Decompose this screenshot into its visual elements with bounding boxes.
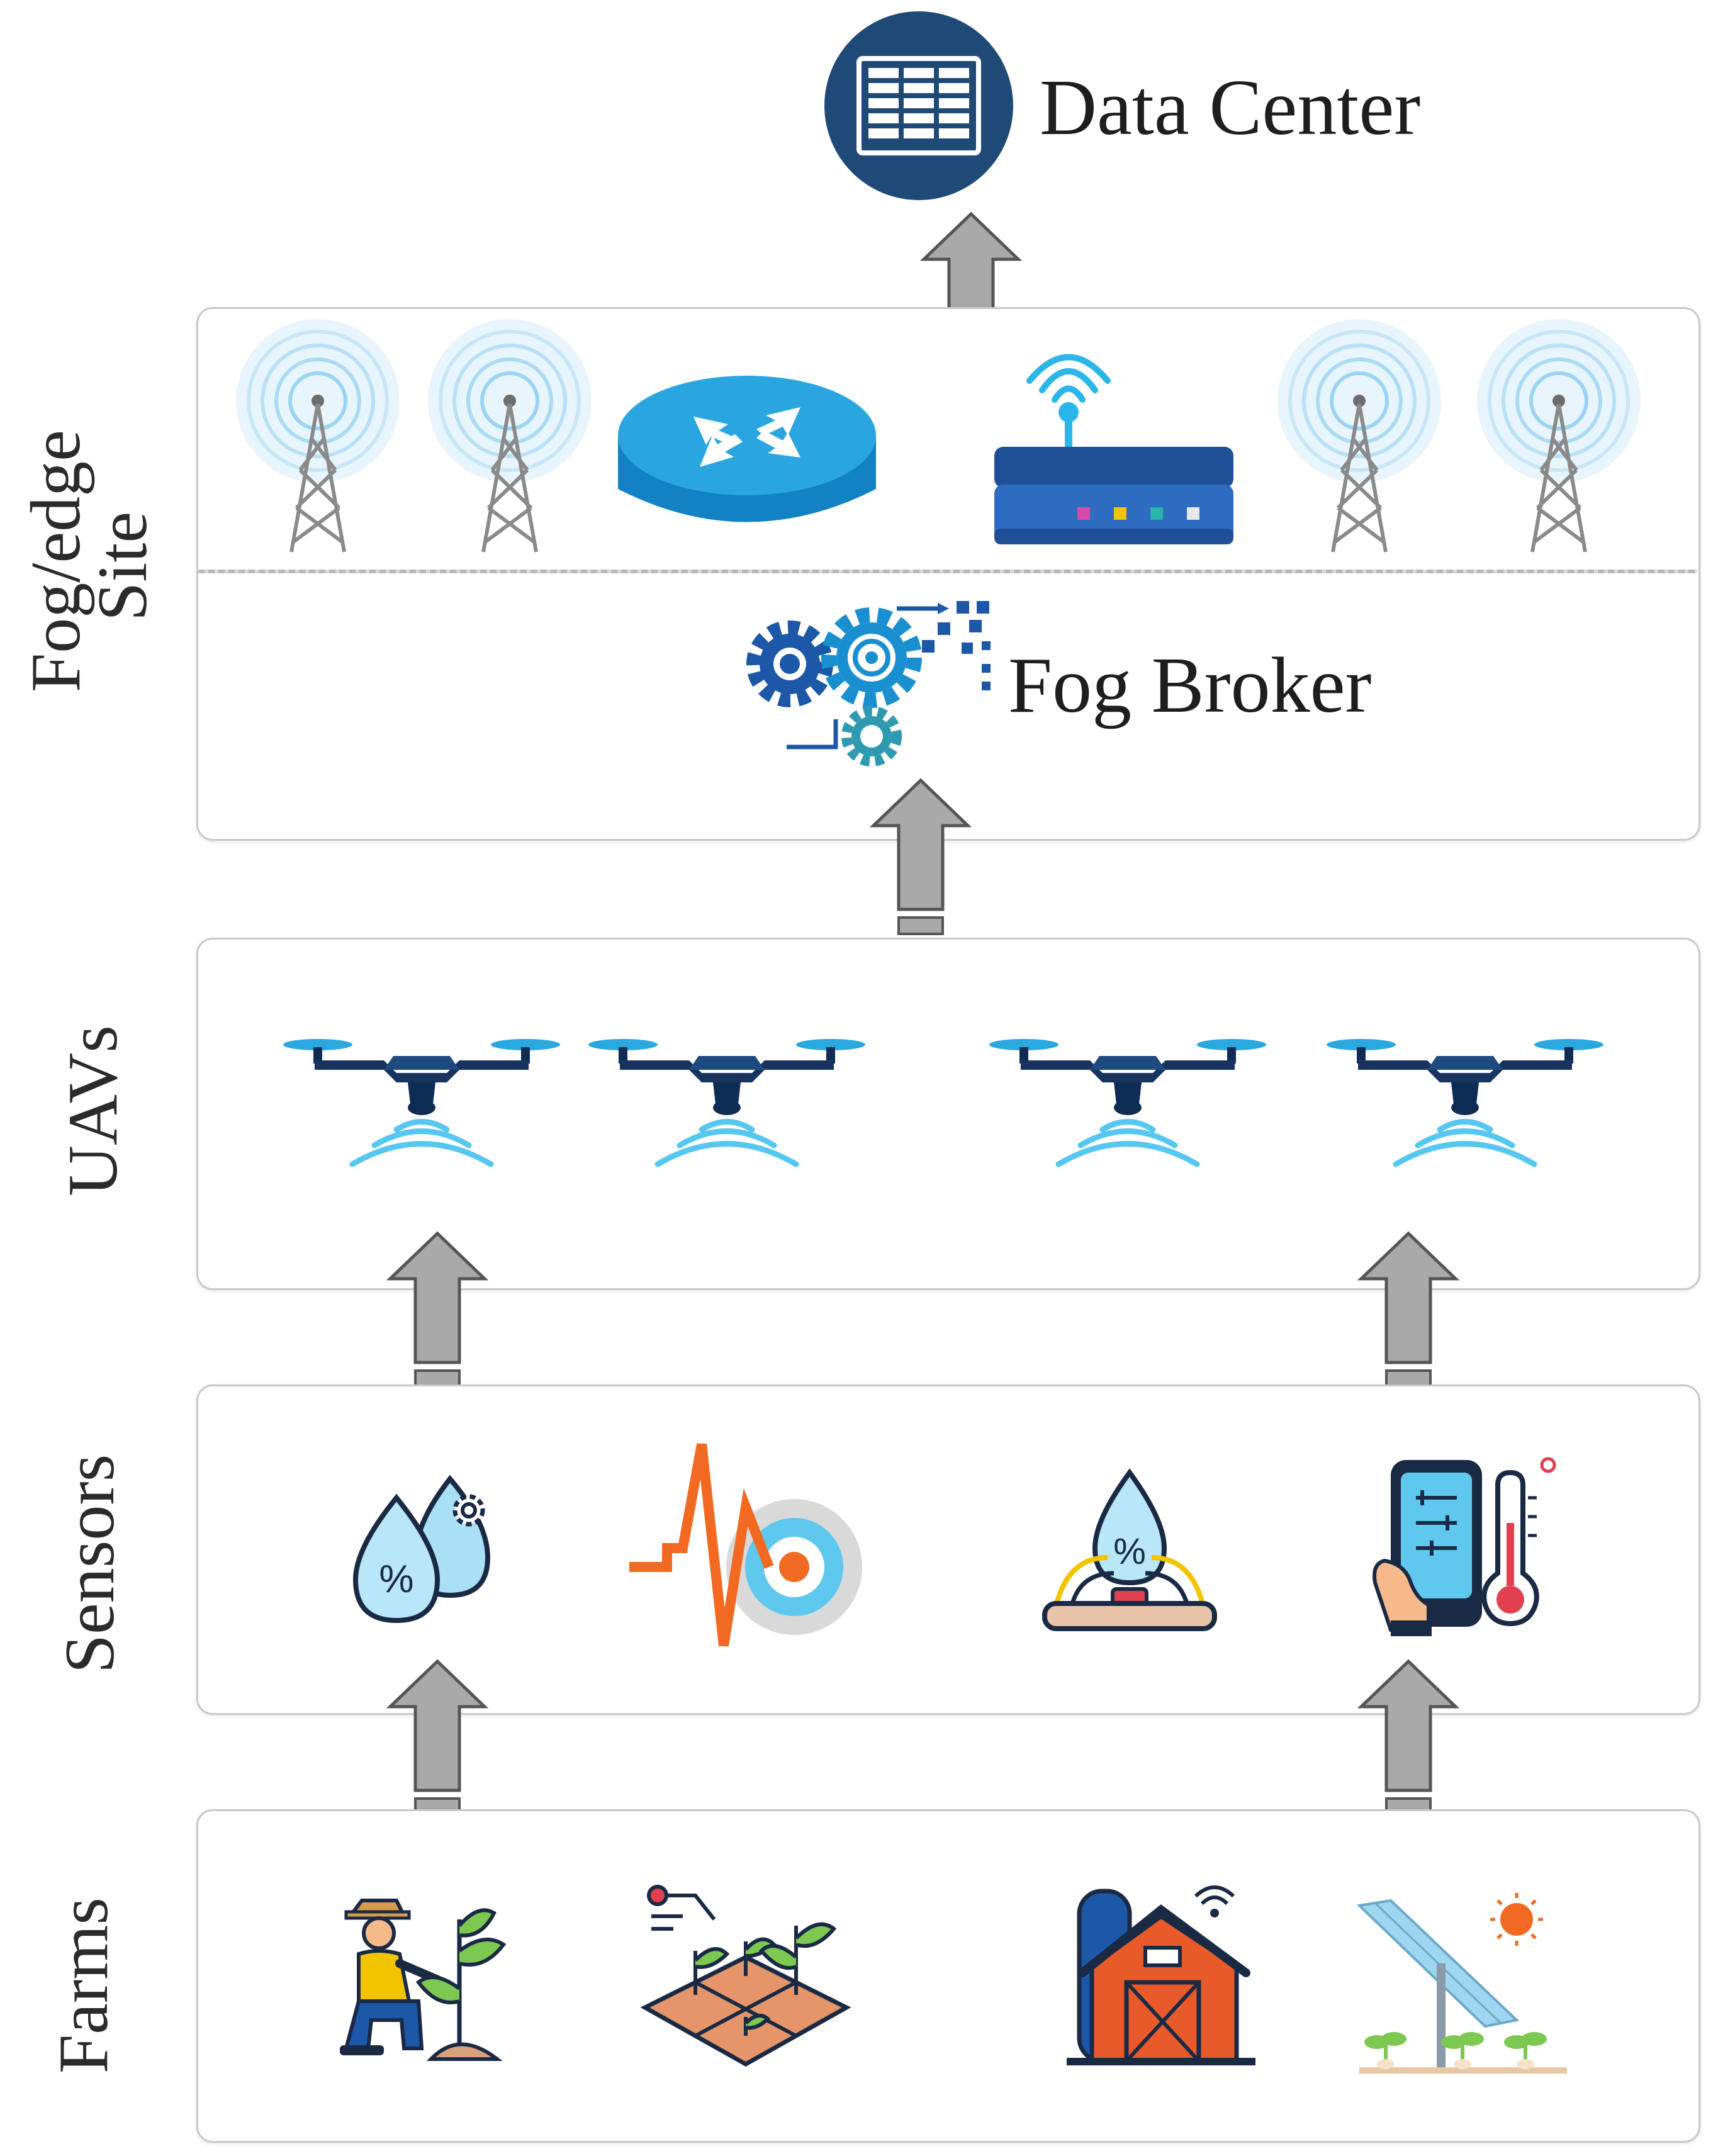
- svg-text:%: %: [379, 1558, 413, 1601]
- soil-moisture-sensor-icon: %: [1042, 1468, 1217, 1631]
- fog-edge-label-line2: Site: [84, 511, 162, 622]
- wifi-modem-icon: [994, 354, 1233, 544]
- uavs-label: UAVs: [54, 1025, 132, 1196]
- cell-tower-icon: [1477, 319, 1641, 564]
- drone-icon: [588, 1032, 865, 1196]
- uavs-panel: [196, 938, 1700, 1290]
- farmer-icon: [340, 1899, 507, 2061]
- drone-icon: [989, 1032, 1266, 1196]
- smart-field-icon: [640, 1885, 851, 2067]
- cell-tower-icon: [236, 319, 400, 564]
- drone-icon: [283, 1032, 560, 1196]
- fog-site-divider: [198, 570, 1697, 573]
- solar-panel-crops-icon: [1356, 1893, 1567, 2074]
- sensors-label: Sensors: [51, 1454, 129, 1674]
- barn-icon: [1067, 1885, 1255, 2065]
- svg-text:%: %: [1113, 1531, 1146, 1572]
- temperature-app-icon: [1373, 1457, 1556, 1636]
- fog-broker-label: Fog Broker: [1008, 642, 1372, 729]
- data-center-label: Data Center: [1040, 64, 1421, 152]
- humidity-sensor-icon: %: [352, 1474, 491, 1624]
- drone-icon: [1327, 1032, 1603, 1196]
- server-rack-icon: [824, 11, 1013, 200]
- fog-edge-site-label: Fog/edge Site: [17, 430, 186, 692]
- router-icon: [618, 376, 876, 522]
- farms-label: Farms: [45, 1897, 123, 2074]
- vibration-sensor-icon: [629, 1443, 862, 1647]
- gears-icon: [746, 601, 991, 766]
- cell-tower-icon: [1277, 319, 1441, 564]
- fog-edge-label-line1: Fog/edge: [17, 430, 95, 692]
- cell-tower-icon: [428, 319, 592, 564]
